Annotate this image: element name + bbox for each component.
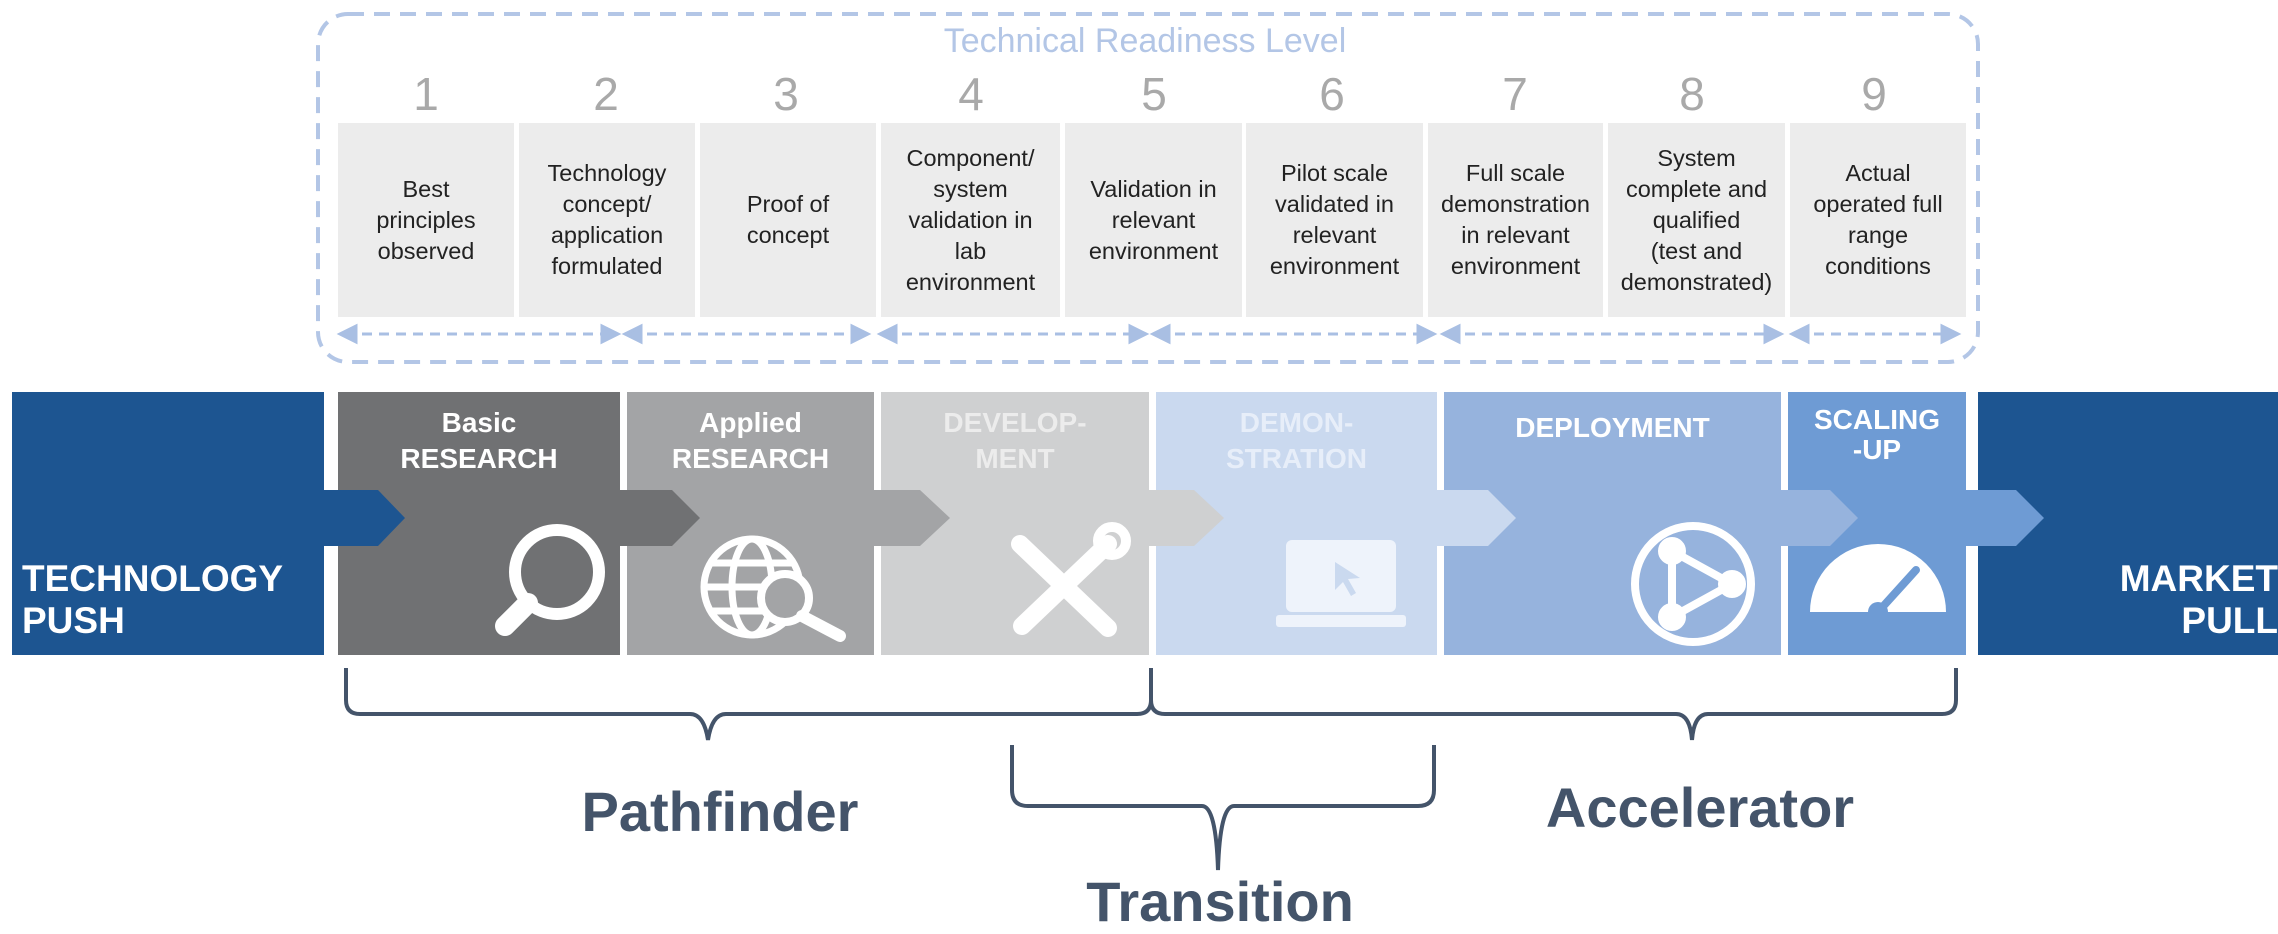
trl-description: Best principles observed	[338, 123, 514, 317]
development-label: DEVELOP- MENT	[943, 407, 1087, 474]
magnifier-icon	[495, 524, 605, 636]
trl-number: 7	[1502, 68, 1528, 120]
applied-research-label: Applied RESEARCH	[671, 407, 830, 474]
chevron-arrow	[1966, 490, 2044, 546]
trl-description: Technology concept/ application formulat…	[519, 123, 695, 317]
technology-push-label: TECHNOLOGY PUSH	[22, 558, 284, 641]
transition-bracket	[1010, 745, 1436, 871]
deployment-label: DEPLOYMENT	[1515, 412, 1710, 443]
trl-number: 8	[1679, 68, 1705, 120]
accelerator-label: Accelerator	[1545, 776, 1855, 839]
pathfinder-label: Pathfinder	[581, 780, 859, 843]
technology-push-block	[12, 392, 324, 655]
chevron-arrow	[1781, 490, 1858, 546]
globe-search-icon	[700, 535, 846, 642]
trl-title: Technical Readiness Level	[943, 22, 1347, 60]
trl-description: Proof of concept	[700, 123, 876, 317]
laptop-icon	[1276, 540, 1406, 627]
gauge-icon	[1810, 544, 1946, 622]
trl-number: 6	[1319, 68, 1345, 120]
chevron-arrow	[324, 490, 405, 546]
transition-label: Transition	[1086, 870, 1354, 933]
scaling-up-label: SCALING -UP	[1814, 404, 1940, 465]
chevron-arrow	[1437, 490, 1516, 546]
trl-description: Actual operated full range conditions	[1790, 123, 1966, 317]
trl-description: Full scale demonstration in relevant env…	[1428, 123, 1603, 317]
chevron-arrow	[874, 490, 950, 546]
trl-number: 5	[1141, 68, 1167, 120]
trl-description: Component/ system validation in lab envi…	[881, 123, 1060, 317]
accelerator-bracket	[1149, 668, 1958, 741]
tools-icon	[1011, 522, 1131, 637]
demonstration-label: DEMON- STRATION	[1225, 407, 1368, 474]
trl-number: 1	[413, 68, 439, 120]
chevron-arrow	[1149, 490, 1224, 546]
trl-description: Validation in relevant environment	[1065, 123, 1242, 317]
trl-number: 9	[1861, 68, 1887, 120]
basic-research-label: Basic RESEARCH	[400, 407, 558, 474]
trl-number: 4	[958, 68, 984, 120]
market-pull-label: MARKET PULL	[2119, 558, 2278, 641]
trl-number: 2	[593, 68, 619, 120]
trl-description: System complete and qualified (test and …	[1608, 123, 1785, 317]
chevron-arrow	[620, 490, 700, 546]
network-icon	[1631, 522, 1755, 646]
trl-number: 3	[773, 68, 799, 120]
trl-description: Pilot scale validated in relevant enviro…	[1246, 123, 1423, 317]
pathfinder-bracket	[344, 668, 1153, 741]
